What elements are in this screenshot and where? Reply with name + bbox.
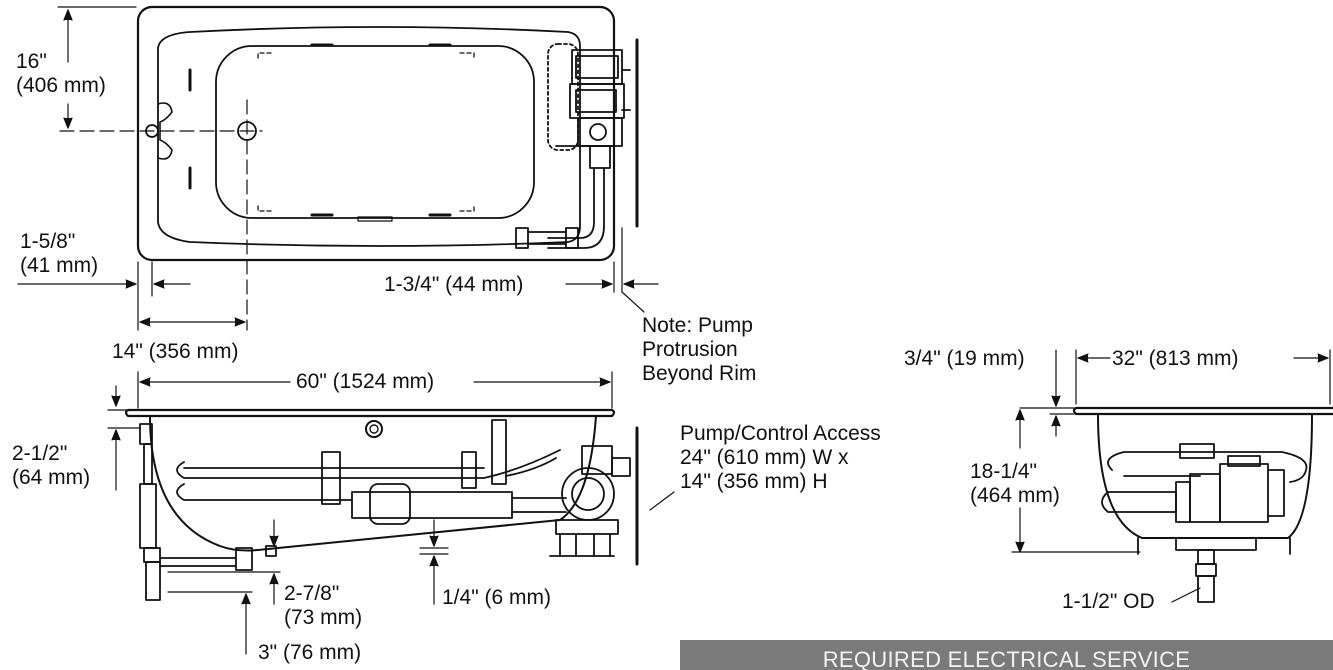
dim-18-1-4-lines [1011,409,1141,553]
dim-18-1-4-label: 18-1/4" (464 mm) [970,460,1060,507]
dim-16-label: 16" (406 mm) [16,50,106,97]
dim-16-lines [57,6,137,129]
dim-14-lines [139,317,246,327]
jet-marks [188,43,452,217]
tub-rim-profile [124,408,616,418]
tub-floor-outline [215,45,535,219]
dim-3-4-label: 3/4" (19 mm) [904,347,1025,370]
dim-1-3-4-label: 1-3/4" (44 mm) [384,273,524,296]
dim-od-label: 1-1/2" OD [1062,590,1155,613]
dim-2-1-2-label: 2-1/2" (64 mm) [12,442,91,489]
pump-assembly-top [515,43,631,249]
tub-basin-outline [157,26,581,247]
dim-1-5-8-label: 1-5/8" (41 mm) [20,230,99,277]
dim-32-lines [1075,349,1331,405]
drain-pipe [139,423,253,601]
dim-2-7-8-lines [167,519,281,605]
dim-1-3-4-lines [565,227,659,313]
tub-rim-outline [136,5,616,262]
dim-14-label: 14" (356 mm) [112,340,239,363]
front-view-drawing [107,371,675,655]
dim-3-lines [167,591,253,655]
dim-3-label: 3" (76 mm) [258,641,362,664]
pump-access-note: Pump/Control Access 24" (610 mm) W x 14"… [680,422,881,493]
dim-2-1-2-lines [107,385,141,491]
end-view-pipework [1101,443,1308,603]
dim-2-7-8-label: 2-7/8" (73 mm) [284,582,363,629]
dim-60-label: 60" (1524 mm) [296,370,435,393]
pump-protrusion-note: Note: Pump Protrusion Beyond Rim [642,314,757,385]
banner-title: REQUIRED ELECTRICAL SERVICE [822,647,1191,670]
pump-assembly-front [549,445,631,557]
dim-60-lines [137,371,613,409]
dim-1-4-label: 1/4" (6 mm) [442,586,551,609]
top-view-drawing [17,5,659,331]
dim-3-4-lines [1019,349,1075,437]
end-view-drawing [1011,349,1333,603]
dim-1-4-lines [419,519,449,605]
dim-1-5-8-lines [17,261,191,331]
pipework [176,419,567,557]
dim-32-label: 32" (813 mm) [1112,347,1239,370]
electrical-service-banner: REQUIRED ELECTRICAL SERVICE [680,640,1333,670]
